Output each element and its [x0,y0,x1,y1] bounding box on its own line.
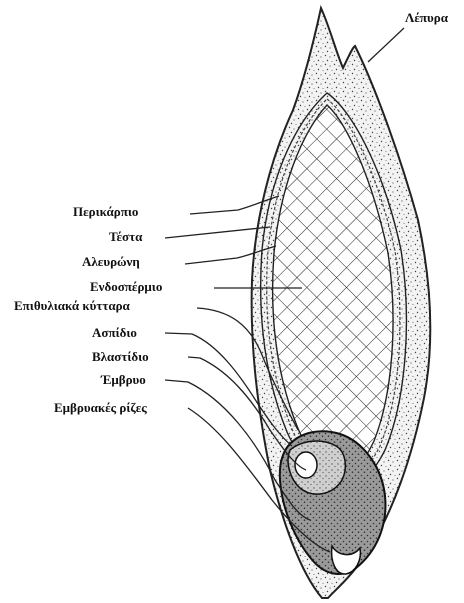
label-husk: Λέπυρα [405,10,448,26]
label-endosperm: Ενδοσπέρμιο [90,279,162,295]
label-scutellum: Ασπίδιο [92,325,137,341]
label-epithelial-cells: Επιθυλιακά κύτταρα [14,298,130,314]
label-aleurone: Αλευρώνη [82,254,140,270]
label-embryonic-roots: Εμβρυακές ρίζες [54,400,147,416]
label-pericarp: Περικάρπιο [73,204,138,220]
leader-husk [368,28,404,62]
leader-testa [165,227,270,238]
label-plumule: Βλαστίδιο [92,349,149,365]
label-embryo: Έμβρυο [101,372,146,388]
label-testa: Τέστα [109,229,142,245]
